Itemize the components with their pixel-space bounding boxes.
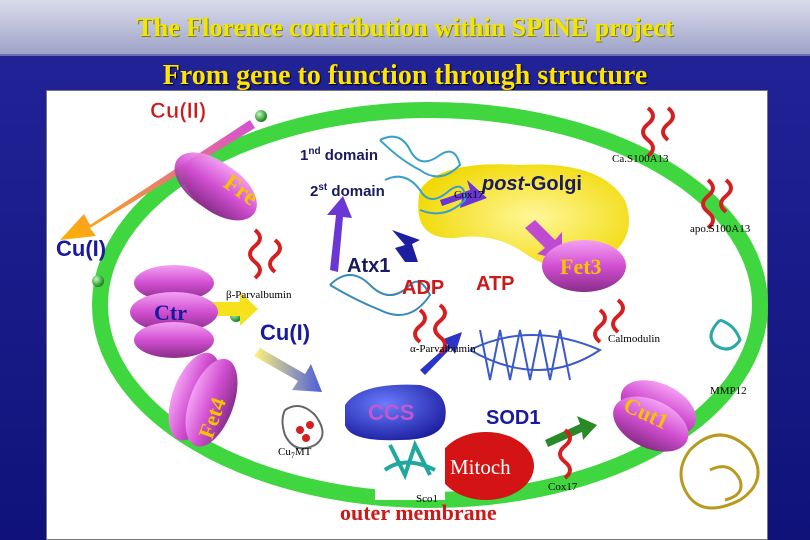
protein-structure-domains xyxy=(379,135,467,215)
protein-structure-sod1 xyxy=(469,329,603,381)
copper-cluster-atom xyxy=(296,426,304,434)
ctr-label: Ctr xyxy=(154,300,187,325)
protein-structure-large xyxy=(679,433,760,510)
protein-structure-ca-s100a13 xyxy=(641,106,675,158)
cu1-mid-label: Cu(I) xyxy=(260,320,310,345)
protein-structure-cu7mt xyxy=(281,405,324,450)
reduction-arrow xyxy=(60,120,255,240)
sod1-label: SOD1 xyxy=(486,407,540,429)
cox17-bottom-label: Cox17 xyxy=(548,481,578,493)
protein-structure-beta-parvalbumin xyxy=(248,228,282,280)
slide-subtitle: From gene to function through structure xyxy=(162,60,648,91)
apo-s100a13-label: apo.S100A13 xyxy=(690,223,751,235)
fet4-transporter xyxy=(168,352,238,447)
outer-membrane-label: outer membrane xyxy=(340,500,497,525)
cox17-arrow xyxy=(545,416,597,447)
protein-structure-apo-s100a13 xyxy=(701,178,733,230)
cox17-top-label: Cox17 xyxy=(454,189,484,201)
atx1-arrow xyxy=(392,230,420,262)
ccs-label: CCS xyxy=(368,400,414,425)
second-domain-label: 2st domain xyxy=(310,182,385,200)
protein-structure-mmp12 xyxy=(709,318,742,351)
mitoch-label: Mitoch xyxy=(450,455,511,479)
banner-title: The Florence contribution within SPINE p… xyxy=(136,13,674,42)
cu1-left-label: Cu(I) xyxy=(56,236,106,261)
alpha-parvalbumin-label: α-Parvalbumin xyxy=(410,343,476,355)
delivery-arrow xyxy=(254,348,322,392)
copper-cluster-atom xyxy=(306,421,314,429)
fet3-label: Fet3 xyxy=(560,254,602,279)
ca-s100a13-label: Ca.S100A13 xyxy=(612,153,669,165)
title-banner: The Florence contribution within SPINE p… xyxy=(0,0,810,56)
sco1-label: Sco1 xyxy=(416,493,438,505)
protein-structure-sco1 xyxy=(383,439,436,481)
copper-ion-dot xyxy=(92,275,104,287)
golgi-in-arrow xyxy=(440,180,487,208)
first-domain-label: 1nd domain xyxy=(300,146,378,164)
ctr-transporter xyxy=(130,265,218,358)
upward-arrow xyxy=(327,196,352,272)
beta-parvalbumin-label: β-Parvalbumin xyxy=(226,289,292,301)
cu7mt-label: Cu7MT xyxy=(278,446,312,460)
atp-label: ATP xyxy=(476,273,515,295)
copper-cluster-atom xyxy=(302,434,310,442)
calmodulin-label: Calmodulin xyxy=(608,333,660,345)
protein-structure-atx1 xyxy=(329,274,432,316)
fre-transporter xyxy=(174,152,257,221)
protein-structure-cox17-bottom xyxy=(558,428,572,480)
cu2-label: Cu(II) xyxy=(150,98,206,123)
cut1-transporter xyxy=(613,380,697,452)
mmp12-label: MMP12 xyxy=(710,385,747,397)
atx1-label: Atx1 xyxy=(347,255,390,277)
mitochondrion xyxy=(438,432,534,500)
adp-label: ADP xyxy=(402,277,444,299)
post-golgi-label: post-Golgi xyxy=(481,173,582,195)
ccs-blob xyxy=(345,384,446,441)
import-arrow xyxy=(205,292,258,326)
copper-ion-dot xyxy=(255,110,267,122)
protein-structure-alpha-parvalbumin xyxy=(413,303,447,355)
protein-structure-calmodulin xyxy=(593,298,625,344)
fet3-oxidase xyxy=(542,240,626,292)
